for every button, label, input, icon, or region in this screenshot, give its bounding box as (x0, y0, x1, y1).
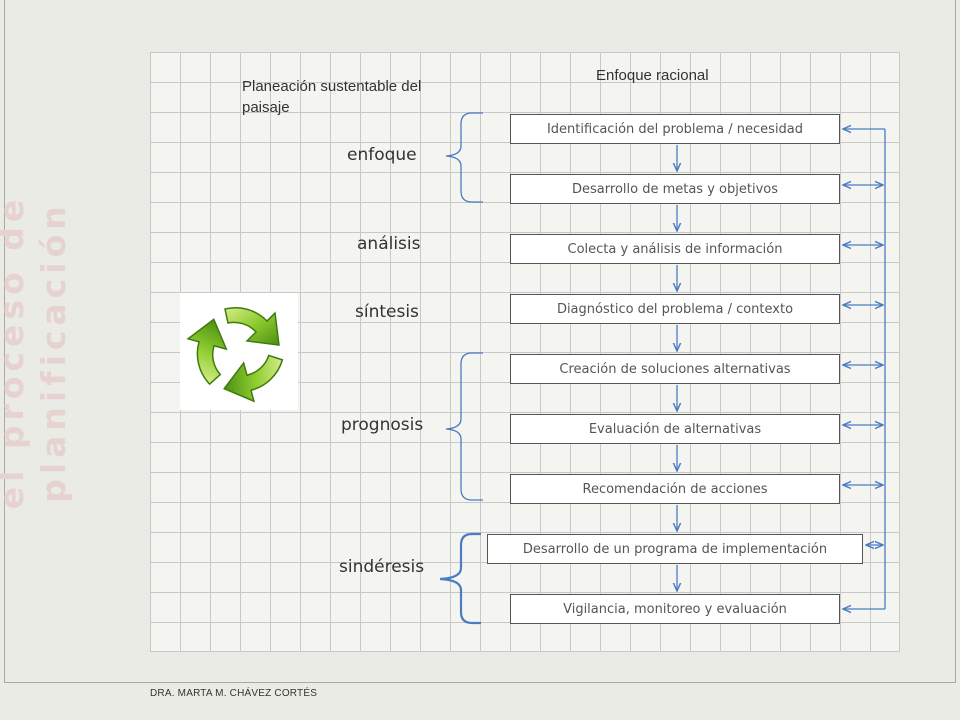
stage-label-enfoque: enfoque (347, 145, 417, 165)
stage-label-sinderesis: sindéresis (339, 557, 425, 577)
step-box-6: Evaluación de alternativas (510, 414, 840, 444)
slide-frame (4, 0, 956, 683)
brace-prognosis (445, 352, 483, 501)
brace-sinderesis (439, 532, 481, 625)
brace-enfoque (445, 112, 483, 203)
step-box-8: Desarrollo de un programa de implementac… (487, 534, 863, 564)
step-box-2: Desarrollo de metas y objetivos (510, 174, 840, 204)
stage-label-analisis: análisis (357, 234, 421, 254)
step-box-4: Diagnóstico del problema / contexto (510, 294, 840, 324)
stage-label-sintesis: síntesis (355, 302, 419, 322)
stage-label-prognosis: prognosis (341, 415, 424, 435)
step-box-7: Recomendación de acciones (510, 474, 840, 504)
header-right: Enfoque racional (596, 67, 709, 84)
header-left: Planeación sustentable del paisaje (242, 78, 422, 116)
footer-author: DRA. MARTA M. CHÁVEZ CORTÉS (150, 688, 318, 699)
step-box-9: Vigilancia, monitoreo y evaluación (510, 594, 840, 624)
step-box-3: Colecta y análisis de información (510, 234, 840, 264)
step-box-1: Identificación del problema / necesidad (510, 114, 840, 144)
recycle-icon (186, 306, 284, 403)
step-box-5: Creación de soluciones alternativas (510, 354, 840, 384)
recycle-image (180, 293, 298, 410)
